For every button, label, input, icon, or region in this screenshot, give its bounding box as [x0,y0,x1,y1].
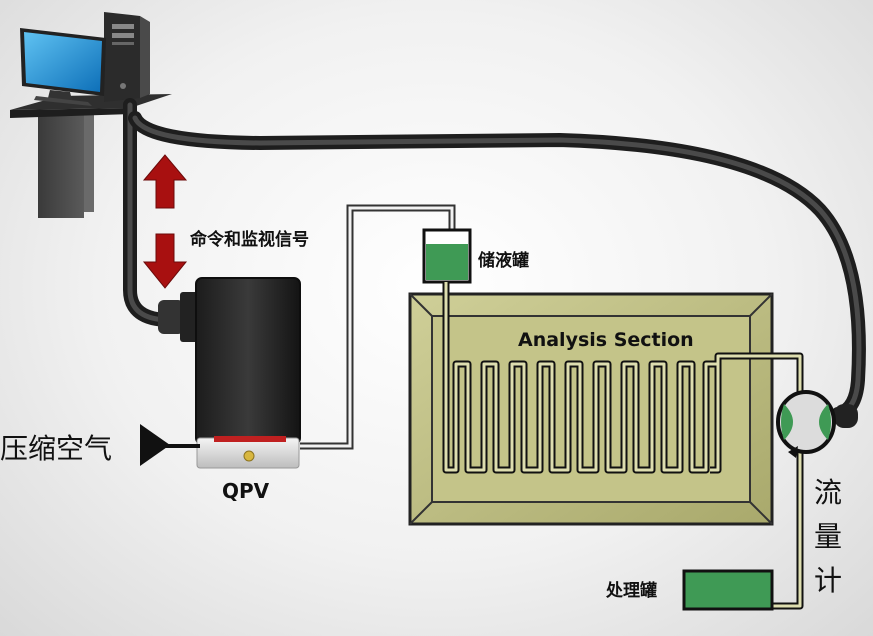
qpv-label: QPV [222,479,270,503]
desktop-computer-icon [20,12,150,106]
arrow-down-icon [142,233,188,289]
reservoir-tank [422,228,472,284]
fluid-channel [442,282,804,610]
qpv-valve-icon [158,277,301,469]
command-signal-label: 命令和监视信号 [189,229,309,250]
computer-workstation [10,12,172,218]
signal-arrows [142,154,188,289]
reservoir-liquid [426,244,468,280]
reservoir-label: 储液罐 [478,250,529,271]
compressed-air-label: 压缩空气 [0,432,112,465]
flowmeter-cable [128,111,866,428]
air-inlet [140,424,200,466]
workstation-pedestal [38,112,84,218]
desk-edge [10,108,130,118]
pedestal-side [84,112,94,212]
workstation-desk [10,94,172,110]
flowmeter-label-3: 计 [814,564,842,597]
flowmeter-label-1: 流 [814,476,842,509]
flowmeter-icon [776,390,836,458]
air-inlet-triangle-icon [140,424,170,466]
pneumatic-tube [300,204,456,450]
arrow-up-icon [142,154,188,209]
waste-tank [682,569,774,611]
flowmeter-label-2: 量 [814,520,842,553]
analysis-section-label: Analysis Section [518,329,694,351]
flowmeter-connector [834,404,858,428]
qpv-body [195,277,301,445]
waste-tank-label: 处理罐 [605,580,657,601]
